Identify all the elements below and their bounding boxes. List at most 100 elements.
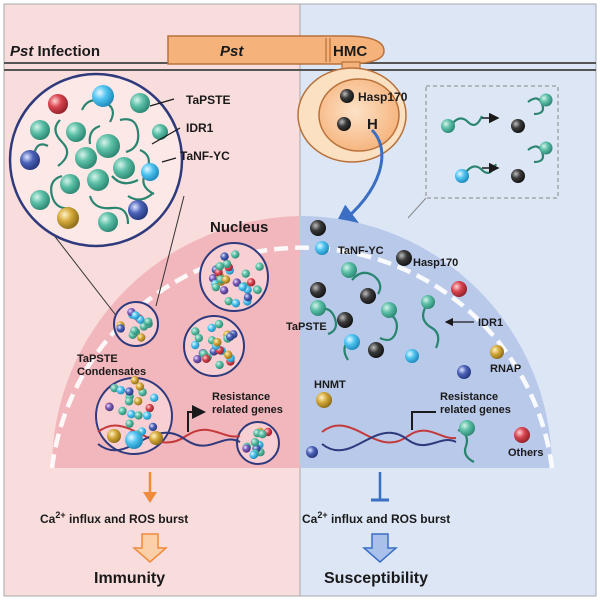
tanfyc-protein bbox=[344, 334, 360, 350]
immunity-label: Immunity bbox=[94, 570, 165, 587]
blocked-transcription-right bbox=[411, 411, 436, 430]
condensate-protein bbox=[207, 323, 216, 333]
tanfyc-protein bbox=[405, 349, 419, 363]
inset-row-tapste bbox=[441, 93, 553, 133]
condensate-protein bbox=[224, 296, 233, 306]
hnmt-protein bbox=[457, 365, 471, 379]
other-protein bbox=[451, 281, 467, 297]
condensate-protein bbox=[105, 402, 114, 412]
condensate-protein bbox=[231, 250, 240, 259]
condensate-protein bbox=[238, 282, 247, 292]
condensate-protein bbox=[249, 450, 258, 460]
idr1-label-right: IDR1 bbox=[478, 317, 503, 329]
inset-row-tanfyc bbox=[455, 141, 553, 183]
tapste-protein bbox=[96, 134, 120, 158]
rnap-protein bbox=[57, 207, 79, 229]
condensate-protein bbox=[221, 275, 231, 284]
hnmt-protein bbox=[306, 446, 318, 458]
condensate-protein bbox=[246, 278, 256, 287]
condensate-protein bbox=[136, 333, 146, 342]
tanfyc-protein-on-dna bbox=[125, 431, 143, 449]
nucleus-right-half bbox=[300, 216, 552, 468]
condensate-protein bbox=[250, 438, 260, 447]
condensate-protein bbox=[253, 285, 262, 295]
resistance-genes-label-right: Resistance related genes bbox=[440, 391, 511, 416]
condensate-protein bbox=[214, 319, 224, 329]
condensate-protein bbox=[118, 406, 127, 416]
condensate-protein bbox=[135, 382, 145, 391]
tapste-pointer bbox=[149, 98, 175, 107]
rnap-label: RNAP bbox=[490, 363, 521, 375]
susceptibility-label: Susceptibility bbox=[324, 570, 428, 587]
hasp170-protein bbox=[310, 282, 326, 298]
tapste-protein bbox=[152, 124, 168, 140]
tapste-protein bbox=[98, 212, 118, 232]
condensate-protein bbox=[242, 444, 251, 453]
tanfyc-label-zoom: TaNF-YC bbox=[180, 149, 230, 163]
condensate-protein bbox=[224, 350, 233, 360]
inset-connector bbox=[407, 197, 427, 219]
tapste-label-zoom: TaPSTE bbox=[186, 93, 230, 107]
condensate-protein bbox=[193, 355, 202, 364]
idr1-tail bbox=[421, 305, 440, 349]
condensate-protein bbox=[194, 333, 204, 343]
condensate-protein bbox=[232, 278, 242, 287]
svg-text:Resistance: Resistance bbox=[212, 391, 270, 403]
svg-text:related genes: related genes bbox=[212, 404, 283, 416]
ca-ros-text-right: Ca2+ influx and ROS burst bbox=[302, 510, 450, 526]
condensate-protein bbox=[125, 387, 134, 396]
hnmt-protein bbox=[128, 200, 148, 220]
condensate-protein bbox=[144, 317, 153, 326]
condensate-protein bbox=[191, 327, 200, 336]
condensate-protein bbox=[116, 386, 126, 395]
rnap-protein-on-dna bbox=[107, 429, 121, 443]
hasp170-protein bbox=[337, 312, 353, 328]
condensate-protein bbox=[222, 259, 232, 269]
haustorium-label: H bbox=[367, 116, 378, 133]
condensate-protein bbox=[150, 393, 159, 403]
tanfyc-pointer bbox=[161, 157, 177, 163]
hnmt-label: HNMT bbox=[314, 379, 346, 391]
zoom-connector-2 bbox=[155, 195, 185, 307]
transcription-arrow-left bbox=[187, 405, 206, 432]
condensate-protein bbox=[258, 429, 267, 439]
others-label: Others bbox=[508, 447, 543, 459]
tanfyc-protein bbox=[141, 163, 159, 181]
tapste-protein bbox=[459, 420, 475, 436]
mechanism-inset-box bbox=[425, 85, 559, 199]
idr1-pointer-zoom bbox=[151, 127, 181, 145]
condensate-protein bbox=[148, 422, 158, 432]
tapste-protein bbox=[66, 122, 86, 142]
tapste-label-right: TaPSTE bbox=[286, 321, 327, 333]
rnap-protein bbox=[316, 392, 332, 408]
idr1-tail bbox=[351, 271, 382, 295]
tanfyc-protein bbox=[315, 241, 329, 255]
pst-label: Pst bbox=[220, 43, 244, 60]
svg-text:Resistance: Resistance bbox=[440, 391, 498, 403]
hasp170-protein bbox=[368, 342, 384, 358]
condensate-protein bbox=[243, 293, 253, 302]
hasp170-protein-in-haustorium-2 bbox=[337, 117, 351, 131]
condensate-protein bbox=[190, 340, 200, 350]
hasp170-protein bbox=[310, 220, 326, 236]
tapste-condensates-label: TaPSTE Condensates bbox=[77, 353, 146, 378]
condensate-protein bbox=[219, 286, 229, 295]
tapste-protein bbox=[341, 262, 357, 278]
svg-text:related genes: related genes bbox=[440, 404, 511, 416]
condensate-protein bbox=[142, 411, 152, 420]
svg-text:TaPSTE: TaPSTE bbox=[77, 353, 118, 365]
other-protein bbox=[48, 94, 68, 114]
condensate-protein bbox=[225, 332, 235, 341]
haustorium bbox=[318, 78, 400, 152]
protein-molecules bbox=[20, 85, 530, 463]
tanfyc-label-right: TaNF-YC bbox=[338, 245, 384, 257]
hasp170-label-right: Hasp170 bbox=[413, 257, 458, 269]
rnap-protein-on-dna bbox=[149, 431, 163, 445]
resistance-genes-label-left: Resistance related genes bbox=[212, 391, 283, 416]
tapste-protein bbox=[421, 295, 435, 309]
tapste-protein bbox=[30, 190, 50, 210]
other-protein bbox=[514, 427, 530, 443]
tapste-protein bbox=[60, 174, 80, 194]
secretion-arrow bbox=[333, 128, 384, 229]
